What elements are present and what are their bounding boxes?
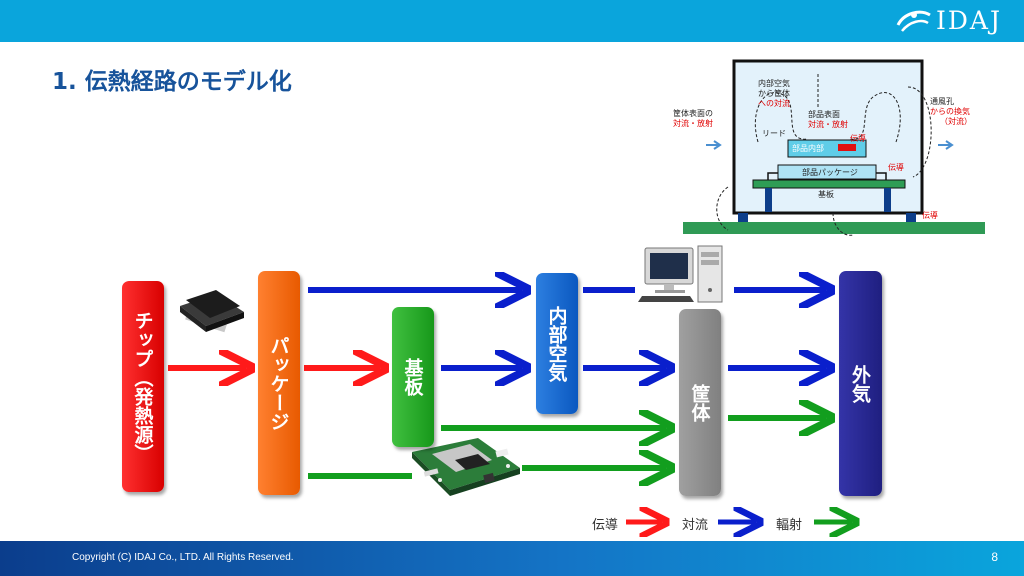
legend-conduction-label: 伝導	[592, 518, 619, 533]
slide-title: 1. 伝熱経路のモデル化	[52, 69, 292, 95]
logo-text: IDAJ	[936, 6, 1002, 35]
node-internal-air: 内部空気	[536, 273, 578, 414]
node-label: 内部空気	[545, 305, 568, 382]
figure-label: 伝導	[922, 211, 938, 220]
figure-label: からの換気	[930, 107, 970, 116]
figure-label: 部品表面	[808, 110, 840, 119]
desktop-pc-image	[638, 245, 723, 303]
figure-label: 伝導	[888, 163, 904, 172]
idaj-swirl-logo-icon	[896, 10, 931, 32]
figure-label: 部品内部	[792, 144, 824, 153]
figure-label: 内部空気	[758, 79, 790, 88]
figure-label: から筐体	[758, 89, 790, 98]
node-label: 基板	[401, 358, 424, 396]
node-package: パッケージ	[258, 271, 300, 495]
ic-chip-image	[180, 290, 244, 333]
legend-radiation-label: 輻射	[776, 518, 803, 533]
idaj-logo: IDAJ	[894, 6, 1002, 35]
enclosure-drawing	[668, 47, 993, 243]
node-label: パッケージ	[267, 335, 290, 431]
figure-label: 筐体表面の	[673, 109, 713, 118]
node-label: 筐体	[688, 383, 711, 422]
figure-label: 対流・放射	[673, 119, 713, 128]
enclosure-cross-section-figure: 筐体表面の 対流・放射 内部空気 から筐体 への対流 通風孔 からの換気 （対流…	[668, 47, 993, 243]
node-label: 外気	[849, 364, 871, 403]
top-bar: IDAJ	[0, 0, 1024, 42]
node-label: チップ（発熱源）	[131, 310, 154, 463]
legend-convection-label: 対流	[682, 518, 709, 533]
node-casing: 筐体	[679, 309, 721, 496]
node-chip-heat-source: チップ（発熱源）	[122, 281, 164, 492]
circuit-board-image	[412, 438, 520, 496]
figure-label: 伝導	[850, 134, 866, 143]
figure-label: （対流）	[940, 117, 972, 126]
figure-label: 通風孔	[930, 97, 954, 106]
figure-label: 部品パッケージ	[802, 168, 858, 177]
copyright-text: Copyright (C) IDAJ Co., LTD. All Rights …	[72, 552, 294, 563]
figure-label: 基板	[818, 190, 834, 199]
figure-label: リード	[762, 129, 786, 138]
footer-bar: Copyright (C) IDAJ Co., LTD. All Rights …	[0, 541, 1024, 576]
figure-label: 対流・放射	[808, 120, 848, 129]
node-board: 基板	[392, 307, 434, 447]
figure-label: への対流	[758, 99, 790, 108]
page-number: 8	[991, 550, 998, 564]
node-outside-air: 外気	[839, 271, 882, 496]
